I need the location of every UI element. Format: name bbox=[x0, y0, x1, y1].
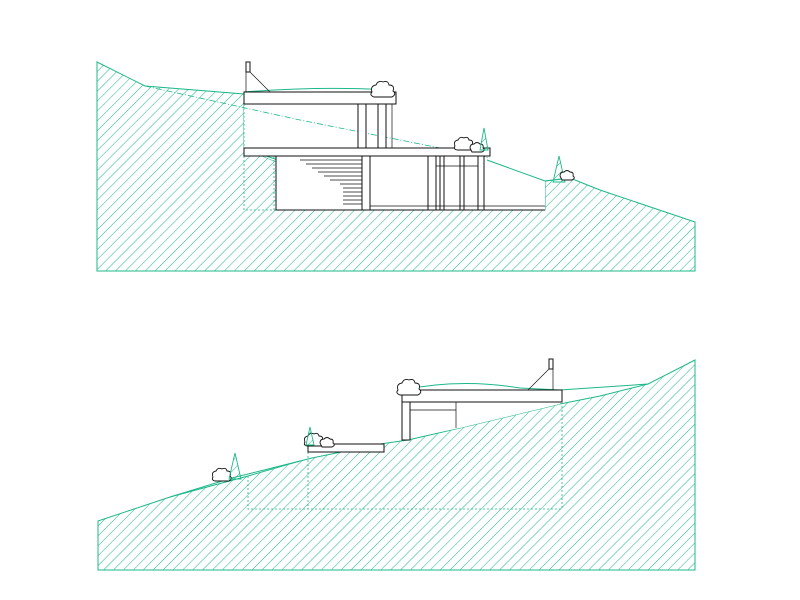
upper-section-view bbox=[96, 61, 696, 272]
upper-roof-slab-top bbox=[243, 91, 397, 105]
lower-terrace-slab bbox=[307, 443, 385, 453]
lower-shrub-3 bbox=[211, 467, 232, 482]
upper-column-5 bbox=[459, 155, 465, 211]
lower-section-view bbox=[97, 358, 696, 571]
upper-stairs bbox=[275, 155, 363, 211]
lower-tree-2 bbox=[228, 452, 242, 480]
upper-wall-left bbox=[361, 155, 371, 211]
upper-column-6 bbox=[477, 155, 485, 211]
lower-tree-1 bbox=[305, 426, 315, 446]
upper-chimney bbox=[245, 71, 271, 93]
lower-terrain bbox=[97, 359, 696, 571]
lower-chimney bbox=[527, 368, 554, 391]
upper-roof-ground-line bbox=[243, 87, 393, 93]
lower-shrub-1 bbox=[396, 378, 422, 396]
lower-building-void bbox=[402, 402, 560, 440]
lower-chimney-cap bbox=[548, 358, 554, 370]
upper-tree-2 bbox=[552, 155, 575, 183]
upper-column-1 bbox=[357, 103, 367, 149]
upper-column-2 bbox=[377, 103, 387, 149]
lower-column-1 bbox=[401, 401, 411, 441]
upper-tree-1 bbox=[479, 127, 489, 151]
upper-column-4 bbox=[439, 155, 445, 211]
upper-chimney-cap bbox=[245, 61, 251, 73]
upper-middle-slab bbox=[243, 147, 491, 157]
lower-dashed-foundation bbox=[247, 404, 563, 510]
lower-roof-slab bbox=[401, 389, 563, 403]
lower-roof-ground-line bbox=[401, 382, 649, 391]
upper-shrub-1 bbox=[370, 80, 396, 98]
upper-building-void bbox=[244, 104, 545, 210]
upper-column-3 bbox=[427, 155, 437, 211]
